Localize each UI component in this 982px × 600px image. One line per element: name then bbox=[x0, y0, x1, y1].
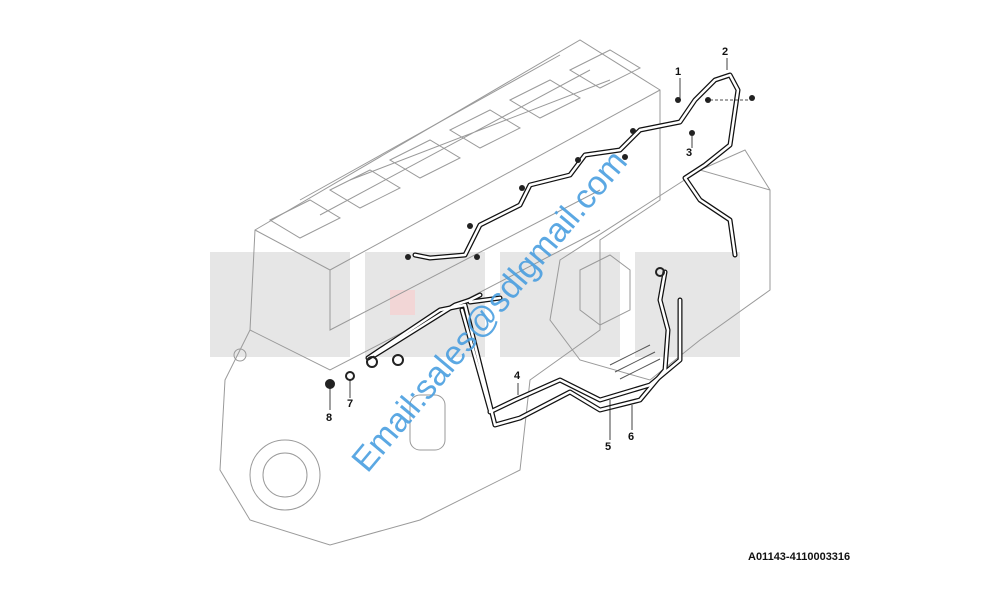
callout-5: 5 bbox=[605, 441, 612, 453]
callout-7: 7 bbox=[347, 398, 354, 410]
engine-block-sketch bbox=[219, 39, 771, 546]
callout-4: 4 bbox=[514, 370, 521, 382]
callout-1: 1 bbox=[675, 66, 682, 78]
callout-3: 3 bbox=[686, 147, 693, 159]
callout-2: 2 bbox=[722, 46, 729, 58]
drawing-code: A01143-4110003316 bbox=[748, 551, 851, 563]
leader-lines bbox=[329, 58, 750, 440]
callout-6: 6 bbox=[628, 431, 635, 443]
fuel-lines bbox=[365, 72, 741, 428]
callout-8: 8 bbox=[326, 412, 333, 424]
